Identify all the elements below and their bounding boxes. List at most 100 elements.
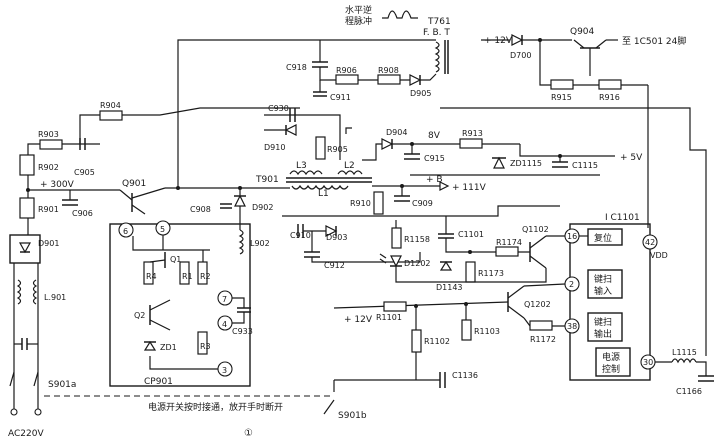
- junction-r1103: [464, 302, 468, 306]
- r1103-label: R1103: [474, 327, 500, 336]
- switch-note: 电源开关按时接通，放开手时断开: [148, 401, 283, 413]
- l901-label: L.901: [44, 293, 66, 302]
- c915-capacitor: [404, 153, 420, 160]
- v12-mid-label: + 12V: [344, 315, 373, 325]
- cp901-pin-5-label: 5: [160, 225, 165, 234]
- q901-label: Q901: [122, 179, 146, 189]
- l3-label: L3: [296, 161, 307, 171]
- scan-in-label-2: 输入: [594, 285, 612, 297]
- r905-label: R905: [327, 145, 348, 154]
- pulse-label-line2: 程脉冲: [345, 15, 372, 27]
- l902-coil: [238, 229, 244, 255]
- zd1-zener: [143, 340, 157, 351]
- wire-12v-mid: [333, 301, 509, 309]
- r1172-resistor: [529, 320, 553, 331]
- mains-filter-cap: [21, 338, 28, 350]
- d700-diode: [511, 34, 524, 46]
- c1115-capacitor: [552, 161, 568, 168]
- reset-block-label: 复位: [594, 232, 612, 244]
- s901a-switch: [9, 371, 39, 387]
- q2-label: Q2: [134, 311, 145, 320]
- d904-diode: [381, 138, 394, 150]
- ic-pin-16-label: 16: [567, 232, 577, 241]
- scan-in-label-1: 键扫: [594, 273, 612, 285]
- wire-d1143: [445, 238, 470, 253]
- c1115-label: C1115: [572, 161, 598, 170]
- c1136-label: C1136: [452, 371, 478, 380]
- c930-label: C930: [268, 104, 289, 113]
- cp901-pin-6: [118, 222, 134, 238]
- t901-label: T901: [255, 175, 279, 185]
- d904-label: D904: [386, 128, 407, 137]
- r916-resistor: [598, 79, 622, 90]
- r901-resistor: [19, 197, 35, 219]
- c909-capacitor: [394, 195, 410, 202]
- r3-label: R3: [200, 342, 211, 351]
- fbt-label: T761: [427, 17, 451, 27]
- r904-resistor: [99, 110, 123, 121]
- r902-label: R902: [38, 163, 59, 172]
- cp901-pin-3-label: 3: [222, 366, 227, 375]
- junction-12v: [538, 38, 542, 42]
- d1143-diode: [439, 260, 453, 271]
- d905-diode: [409, 74, 422, 86]
- ic-pin-38-label: 38: [567, 322, 577, 331]
- ic1101-label: I C1101: [605, 213, 640, 223]
- b111-value-label: + 111V: [452, 183, 487, 193]
- cp901-module: [109, 223, 251, 387]
- d1202-label: D1202: [404, 259, 431, 268]
- ic-pin-42: [642, 234, 658, 250]
- r903-resistor: [39, 139, 63, 150]
- scan-in-block: [587, 269, 623, 299]
- fbt-transformer-symbol: [434, 40, 449, 74]
- q904-label: Q904: [570, 27, 595, 37]
- r901-label: R901: [38, 205, 59, 214]
- r1101-label: R1101: [376, 313, 402, 322]
- r1173-label: R1173: [478, 269, 504, 278]
- l2-label: L2: [344, 161, 355, 171]
- r906-resistor: [335, 74, 359, 85]
- d910-label: D910: [264, 143, 285, 152]
- power-control-label-2: 控制: [602, 363, 620, 375]
- wire-c933: [232, 297, 245, 308]
- wire-q1202-pin2: [523, 283, 566, 287]
- c908-label: C908: [190, 205, 211, 214]
- r1102-resistor: [411, 329, 422, 353]
- ground-symbol: [345, 127, 352, 134]
- r1102-label: R1102: [424, 337, 450, 346]
- ic-pin-2-label: 2: [569, 280, 574, 289]
- l902-label: L902: [250, 239, 270, 248]
- wire-c918-down: [319, 67, 437, 81]
- fbt-sub-label: F. B. T: [423, 28, 450, 38]
- ac-plug-r: [34, 408, 42, 416]
- c912-label: C912: [324, 261, 345, 270]
- wire-cp-internal-top: [132, 236, 210, 251]
- r2-label: R2: [200, 272, 211, 281]
- wire-c933-down: [232, 312, 245, 324]
- v12-top-label: + 12V: [484, 36, 513, 46]
- s901a-label: S901a: [48, 380, 76, 390]
- c1166-capacitor: [698, 375, 714, 382]
- r904-label: R904: [100, 101, 121, 110]
- wire-right-rail: [440, 107, 707, 356]
- zd1115-label: ZD1115: [510, 159, 542, 168]
- l1115-coil: [671, 358, 697, 364]
- scan-out-label-1: 键扫: [594, 316, 612, 328]
- ac-plug-l: [10, 408, 18, 416]
- c906-label: C906: [72, 209, 93, 218]
- d903-label: D903: [326, 233, 347, 242]
- wire-cp-bottom: [149, 356, 218, 370]
- c908-capacitor: [220, 203, 232, 209]
- r913-label: R913: [462, 129, 483, 138]
- d902-label: D902: [252, 203, 273, 212]
- d901-bridge-symbol: [18, 242, 32, 254]
- wire-gnd-row2: [282, 205, 560, 217]
- r906-label: R906: [336, 66, 357, 75]
- q1-transistor: [149, 252, 166, 268]
- v5-label: + 5V: [620, 153, 643, 163]
- c1101-label: C1101: [458, 230, 484, 239]
- junction-300v: [26, 188, 30, 192]
- d700-label: D700: [510, 51, 531, 60]
- s901b-switch: [323, 380, 335, 415]
- r1-resistor: [179, 261, 190, 285]
